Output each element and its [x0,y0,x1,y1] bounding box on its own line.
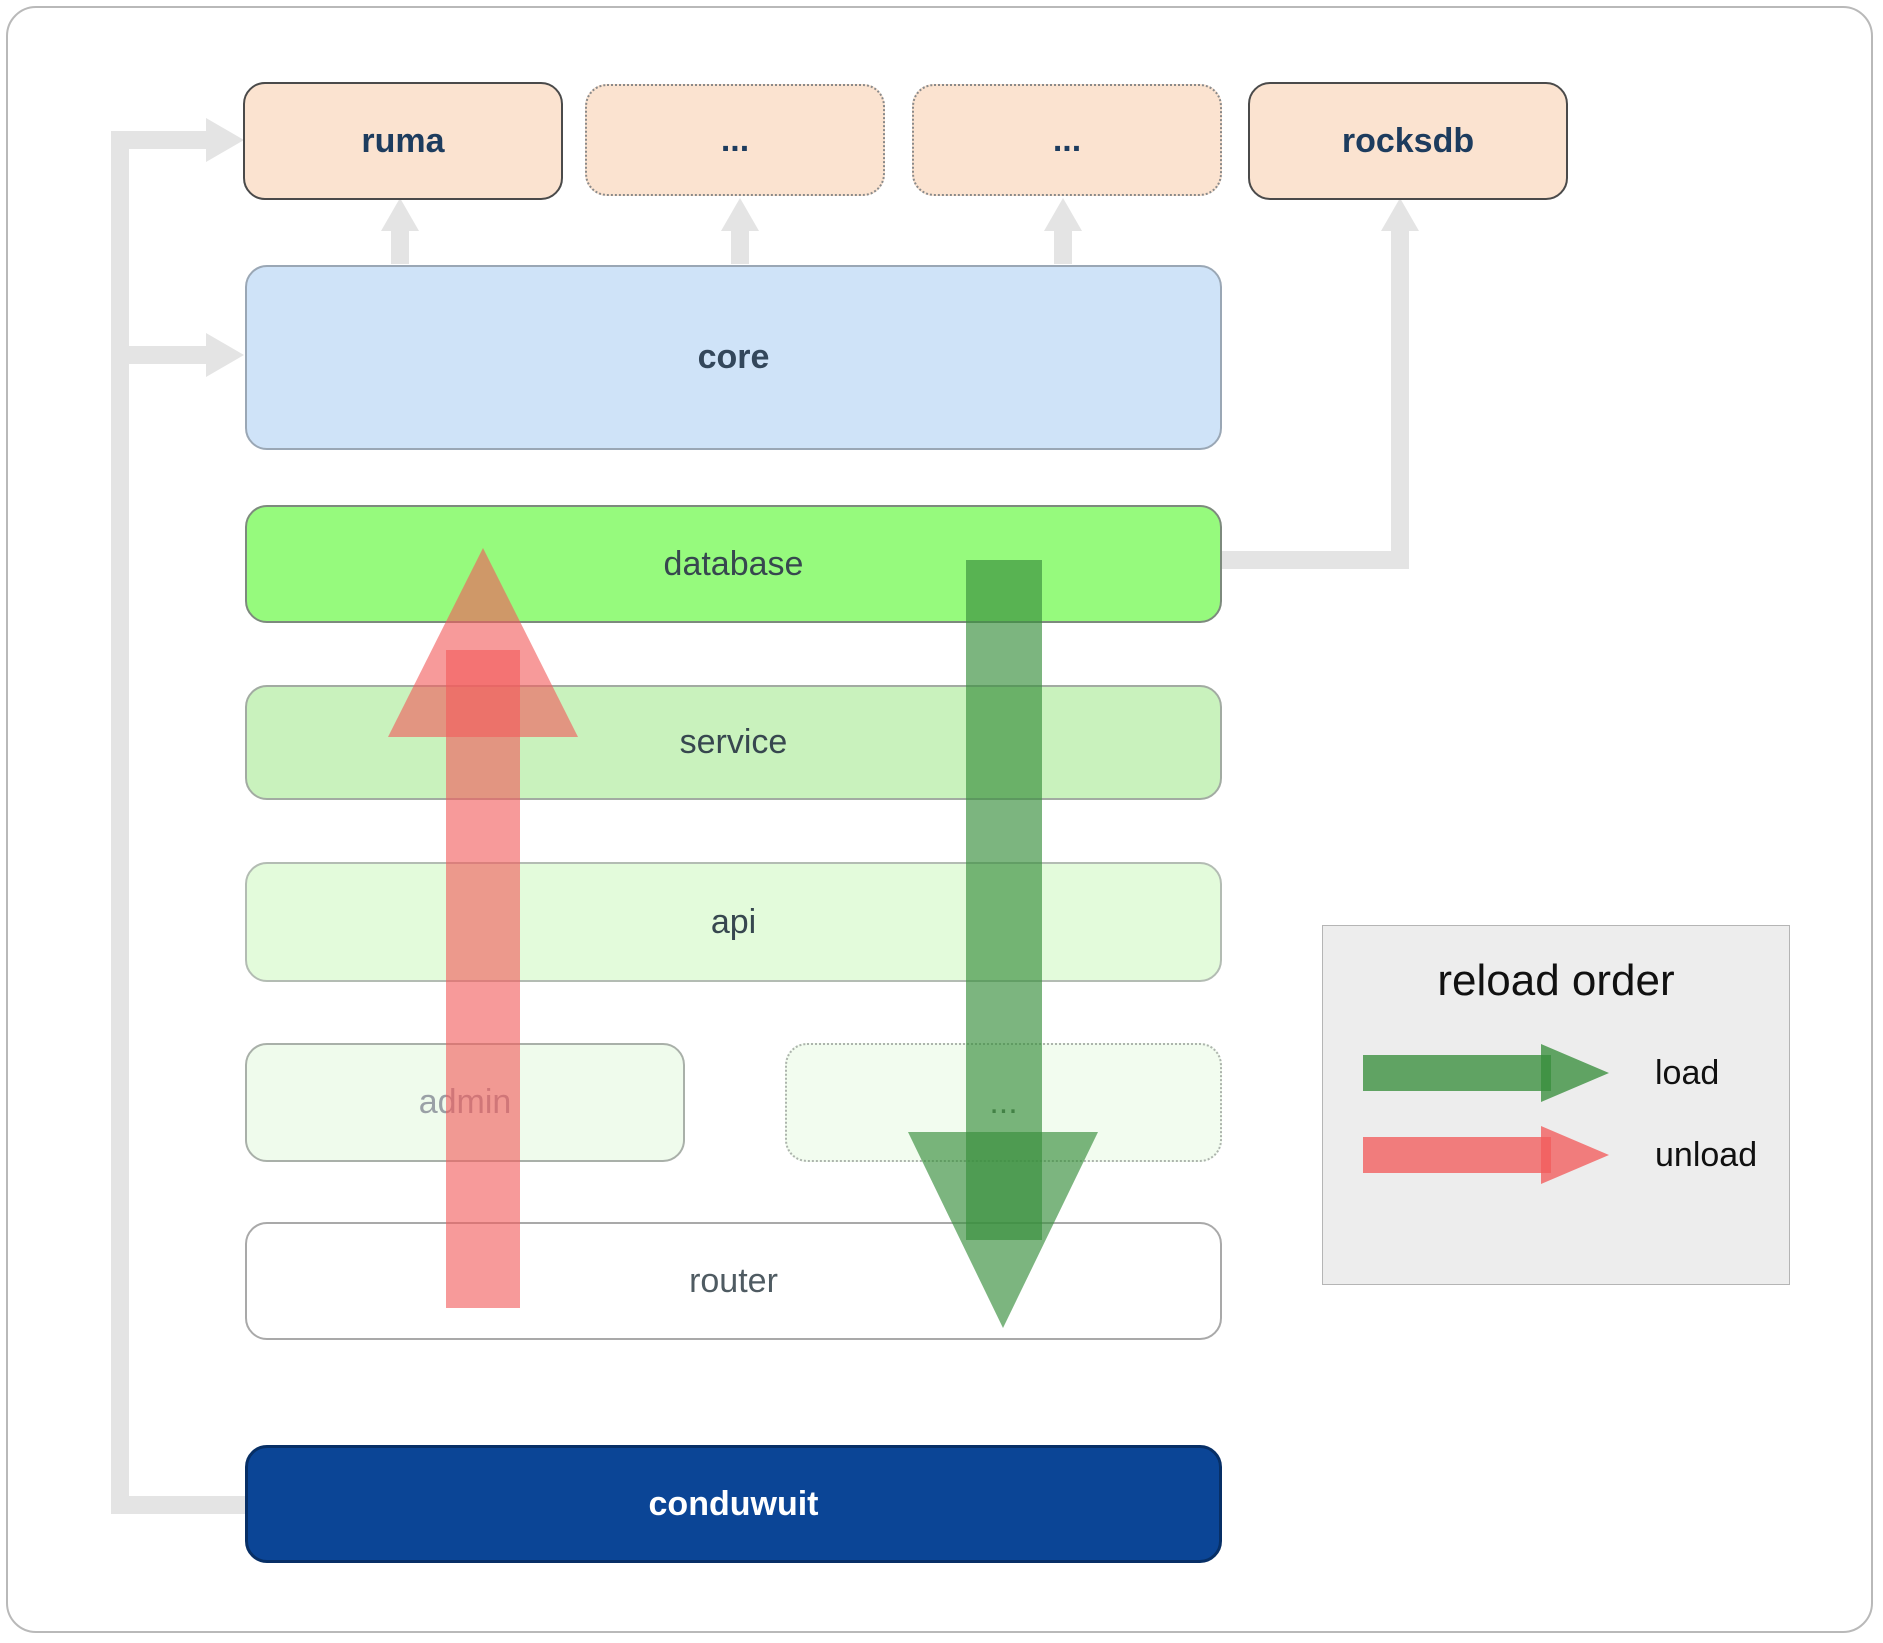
box-dots-top-2-label: ... [1052,120,1082,159]
legend: reload order load unload [1322,925,1790,1285]
box-api: api [245,862,1222,982]
box-database: database [245,505,1222,623]
box-core-label: core [697,338,770,376]
box-ruma-label: ruma [361,121,445,160]
box-conduwuit-label: conduwuit [648,1484,819,1523]
box-ruma: ruma [243,82,563,200]
box-dots-top-1: ... [585,84,885,196]
box-core: core [245,265,1222,450]
box-api-label: api [710,902,757,941]
load-arrow-icon [1363,1044,1609,1102]
legend-load-label: load [1655,1053,1720,1092]
legend-title: reload order [1437,956,1675,1005]
box-admin-label: admin [418,1083,512,1121]
outer-frame [6,6,1873,1633]
box-database-label: database [663,544,804,583]
box-rocksdb: rocksdb [1248,82,1568,200]
box-service: service [245,685,1222,800]
legend-row-unload: unload [1323,1122,1789,1188]
box-service-label: service [679,723,788,761]
box-dots-top-2: ... [912,84,1222,196]
legend-unload-label: unload [1655,1135,1758,1174]
box-rocksdb-label: rocksdb [1341,121,1475,160]
legend-row-load: load [1323,1040,1789,1106]
box-router: router [245,1222,1222,1340]
box-router-label: router [689,1261,778,1300]
box-dots-admin-label: ... [989,1083,1018,1121]
box-admin: admin [245,1043,685,1162]
box-conduwuit: conduwuit [245,1445,1222,1563]
box-dots-admin: ... [785,1043,1222,1162]
box-dots-top-1-label: ... [720,120,750,159]
unload-arrow-icon [1363,1126,1609,1184]
